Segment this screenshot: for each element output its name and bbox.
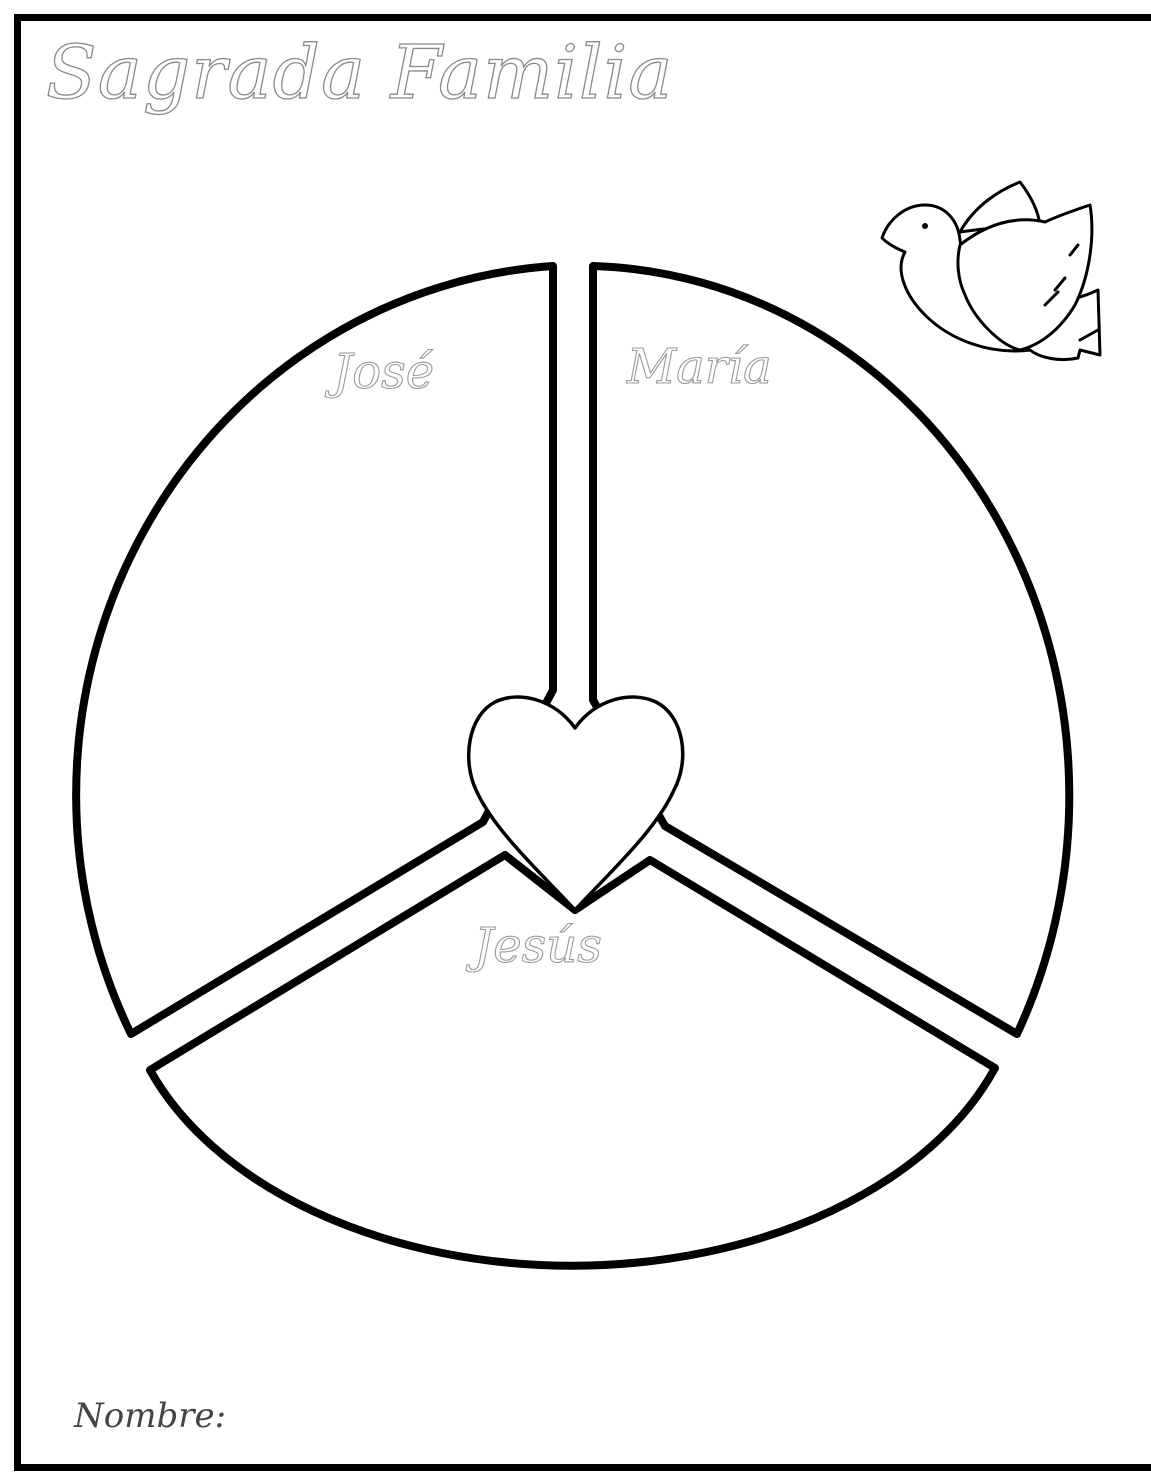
label-maria: María bbox=[626, 339, 772, 395]
label-jesus: Jesús bbox=[465, 918, 602, 974]
label-jose: José bbox=[324, 344, 434, 400]
dove-icon bbox=[882, 182, 1100, 360]
name-field-label: Nombre: bbox=[74, 1399, 226, 1433]
